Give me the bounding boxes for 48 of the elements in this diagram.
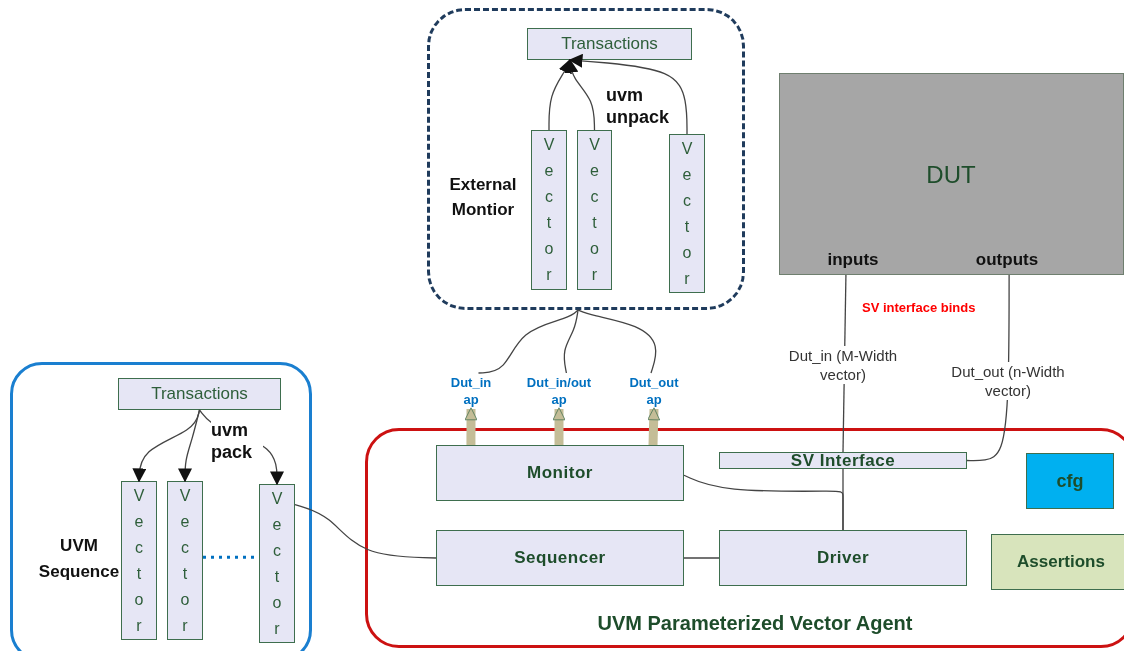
container-title: UVM Sequence — [38, 535, 120, 583]
analysis-port-label: Dut_out ap — [624, 373, 684, 409]
connector-line — [477, 309, 579, 374]
connector-line — [294, 504, 437, 559]
port-label: inputs — [826, 250, 880, 270]
analysis-port-label: Dut_in/out ap — [522, 373, 596, 409]
component-box: Sequencer — [436, 530, 684, 586]
connector-line — [563, 309, 579, 374]
annotation-text: SV interface binds — [862, 300, 977, 315]
vertical-label: Vector — [133, 485, 145, 636]
agent-container — [365, 428, 1124, 648]
container-title: External Montior — [448, 174, 518, 221]
arrow — [564, 58, 596, 131]
component-box: SV Interface — [719, 452, 967, 469]
connector-line — [683, 557, 720, 559]
vertical-label: Vector — [543, 135, 555, 285]
vector-box — [167, 481, 203, 640]
vector-box — [577, 130, 612, 290]
analysis-port-label: Dut_in ap — [446, 373, 496, 409]
arrow — [548, 58, 572, 131]
port-label: outputs — [974, 250, 1040, 270]
vector-box — [121, 481, 157, 640]
vertical-label: Vector — [681, 138, 693, 289]
connector-line — [577, 309, 657, 374]
transactions-box: Transactions — [527, 28, 692, 60]
vertical-label: Vector — [588, 135, 601, 285]
dut-block — [779, 73, 1124, 275]
component-box: Driver — [719, 530, 967, 586]
arrow — [568, 53, 688, 135]
block-arrow — [552, 407, 566, 445]
vector-box — [259, 484, 295, 643]
container-title: UVM Parameterized Vector Agent — [596, 612, 914, 635]
edge-note: uvm pack — [211, 419, 263, 463]
container-title: DUT — [925, 161, 977, 189]
component-box: Monitor — [436, 445, 684, 501]
vector-box — [531, 130, 567, 290]
sequence-container — [10, 362, 312, 651]
arrow — [178, 409, 201, 483]
vector-box — [669, 134, 705, 293]
connector-line — [842, 468, 844, 531]
block-arrow — [464, 407, 478, 445]
block-arrow — [647, 407, 661, 446]
vertical-label: Vector — [179, 485, 191, 636]
dashed-container — [427, 8, 745, 310]
cfg-box: cfg — [1026, 453, 1114, 509]
transactions-box: Transactions — [118, 378, 281, 410]
vertical-label: Vector — [271, 488, 283, 639]
assertions-box: Assertions — [991, 534, 1124, 590]
